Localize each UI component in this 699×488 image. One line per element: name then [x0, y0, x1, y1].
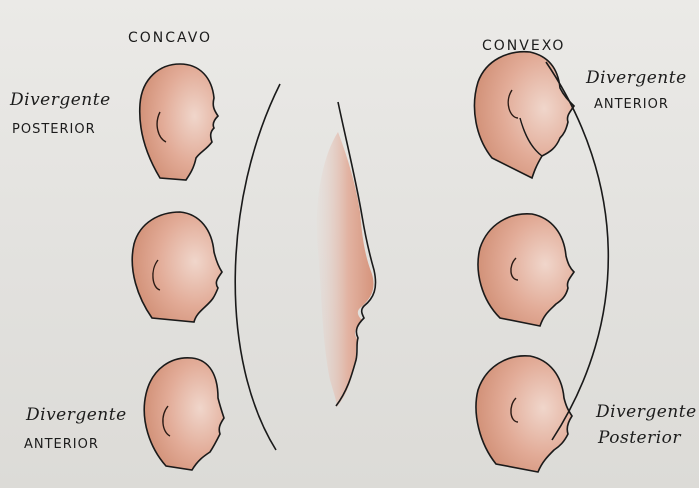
label-left-bottom-line1: Divergente — [26, 405, 127, 425]
central-profile — [317, 102, 376, 408]
label-right-bottom-line1: Divergente — [596, 402, 697, 422]
title-convexo: CONVEXO — [482, 38, 565, 54]
label-left-top-line1: Divergente — [10, 90, 111, 110]
label-left-top-line2: POSTERIOR — [12, 122, 96, 137]
head-concave-2 — [132, 212, 222, 322]
label-right-top-line1: Divergente — [586, 68, 687, 88]
label-left-bottom-line2: ANTERIOR — [24, 437, 99, 452]
label-right-top-line2: ANTERIOR — [594, 97, 669, 112]
title-concavo: CONCAVO — [128, 30, 212, 46]
head-concave-1 — [140, 64, 218, 180]
head-convex-2 — [478, 214, 574, 326]
label-right-bottom-line2: Posterior — [598, 428, 681, 448]
head-convex-1 — [474, 52, 574, 178]
left-arc — [235, 84, 280, 450]
head-concave-3 — [144, 358, 224, 470]
head-convex-3 — [476, 356, 572, 472]
